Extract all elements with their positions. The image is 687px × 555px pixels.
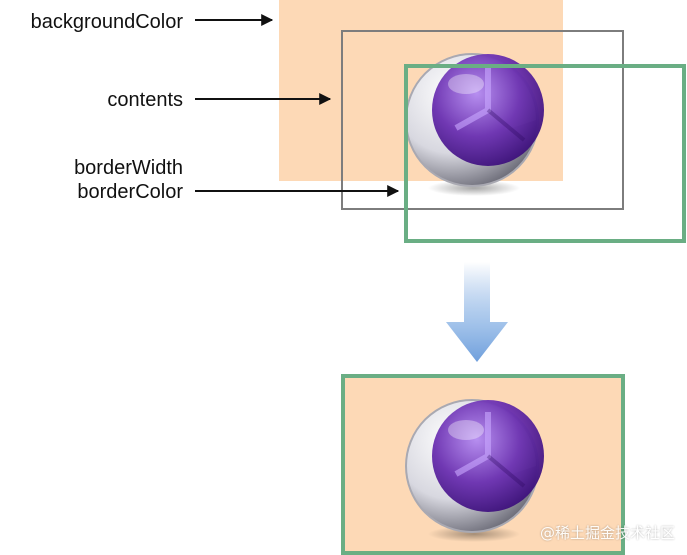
contents-label: contents (107, 89, 183, 111)
sphere-icon (405, 53, 544, 196)
border-width-label: borderWidth (74, 157, 183, 179)
contents-frame (341, 30, 624, 210)
watermark: @稀土掘金技术社区 (539, 524, 675, 542)
down-arrow-icon (446, 262, 508, 362)
border-frame (404, 64, 686, 243)
background-color-label: backgroundColor (30, 11, 183, 33)
border-color-label: borderColor (77, 181, 183, 203)
sphere-icon (405, 399, 544, 542)
border-labels: borderWidth borderColor (74, 156, 183, 204)
